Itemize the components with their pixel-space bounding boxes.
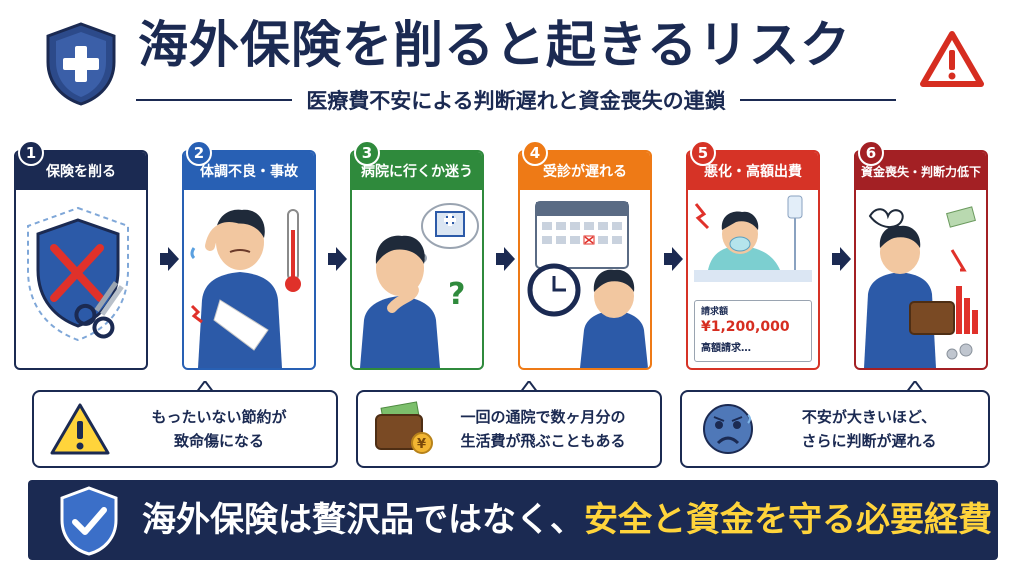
step-number: 6 bbox=[858, 140, 884, 166]
callout-wasteful-saving: もったいない節約が 致命傷になる bbox=[32, 390, 338, 468]
hospital-bed-icon bbox=[694, 195, 812, 282]
shield-check-icon bbox=[60, 486, 118, 556]
shield-plus-icon bbox=[46, 22, 116, 106]
money-loss-icon bbox=[864, 206, 978, 368]
step-card-5: 悪化・高額出費 請求額 ¥1,200,000 高額請求… bbox=[686, 150, 820, 370]
svg-text:?: ? bbox=[448, 277, 465, 312]
step-number: 2 bbox=[186, 140, 212, 166]
callout-text: もったいない節約が 致命傷になる bbox=[112, 405, 336, 453]
bill-note: 高額請求… bbox=[701, 343, 751, 354]
arrow-right-icon bbox=[832, 247, 851, 271]
arrow-right-icon bbox=[160, 247, 179, 271]
conclusion-part-1: 海外保険は贅沢品ではなく、 bbox=[142, 500, 584, 540]
hesitating-person-icon: ? bbox=[360, 203, 479, 368]
calendar-clock-icon bbox=[527, 201, 648, 368]
callout-line: 致命傷になる bbox=[173, 432, 264, 450]
conclusion-highlight: 安全と資金を守る必要経費 bbox=[584, 500, 992, 540]
step-label: 保険を削る bbox=[16, 152, 146, 190]
cut-shield-icon bbox=[27, 206, 129, 342]
subtitle-rule-right bbox=[739, 99, 896, 101]
step-number: 1 bbox=[18, 140, 44, 166]
conclusion-text: 海外保険は贅沢品ではなく、安全と資金を守る必要経費 bbox=[142, 496, 992, 544]
callout-living-costs: ¥ 一回の通院で数ヶ月分の 生活費が飛ぶこともある bbox=[356, 390, 662, 468]
step-card-4: 受診が遅れる bbox=[518, 150, 652, 370]
anxious-face-icon bbox=[703, 404, 753, 454]
svg-text:¥: ¥ bbox=[417, 437, 426, 452]
step-card-1: 保険を削る bbox=[14, 150, 148, 370]
page-title: 海外保険を削ると起きるリスク bbox=[138, 16, 851, 74]
step-number: 5 bbox=[690, 140, 716, 166]
hospital-bill: 請求額 ¥1,200,000 高額請求… bbox=[694, 300, 812, 362]
callout-line: 一回の通院で数ヶ月分の bbox=[460, 408, 626, 426]
callout-line: 生活費が飛ぶこともある bbox=[460, 432, 626, 450]
subtitle-row: 医療費不安による判断遅れと資金喪失の連鎖 bbox=[136, 84, 896, 116]
arrow-right-icon bbox=[664, 247, 683, 271]
bill-amount: ¥1,200,000 bbox=[701, 319, 790, 335]
step-number: 3 bbox=[354, 140, 380, 166]
subtitle-rule-left bbox=[136, 99, 293, 101]
page-subtitle: 医療費不安による判断遅れと資金喪失の連鎖 bbox=[306, 89, 726, 113]
step-card-6: 資金喪失・判断力低下 bbox=[854, 150, 988, 370]
wallet-coin-icon: ¥ bbox=[375, 401, 433, 454]
warning-triangle-icon bbox=[920, 31, 984, 87]
callout-line: もったいない節約が bbox=[151, 408, 287, 426]
arrow-right-icon bbox=[328, 247, 347, 271]
step-card-2: 体調不良・事故 bbox=[182, 150, 316, 370]
step-card-3: 病院に行くか迷う ? bbox=[350, 150, 484, 370]
warning-triangle-icon bbox=[50, 403, 110, 455]
injured-person-icon bbox=[190, 209, 301, 368]
bill-title: 請求額 bbox=[701, 307, 729, 317]
callout-line: 不安が大きいほど、 bbox=[801, 408, 937, 426]
callout-text: 不安が大きいほど、 さらに判断が遅れる bbox=[760, 405, 988, 453]
arrow-right-icon bbox=[496, 247, 515, 271]
step-label: 資金喪失・判断力低下 bbox=[856, 152, 986, 190]
callout-text: 一回の通院で数ヶ月分の 生活費が飛ぶこともある bbox=[436, 405, 660, 453]
step-number: 4 bbox=[522, 140, 548, 166]
callout-line: さらに判断が遅れる bbox=[801, 432, 937, 450]
callout-anxiety: 不安が大きいほど、 さらに判断が遅れる bbox=[680, 390, 990, 468]
conclusion-banner: 海外保険は贅沢品ではなく、安全と資金を守る必要経費 bbox=[28, 480, 998, 560]
